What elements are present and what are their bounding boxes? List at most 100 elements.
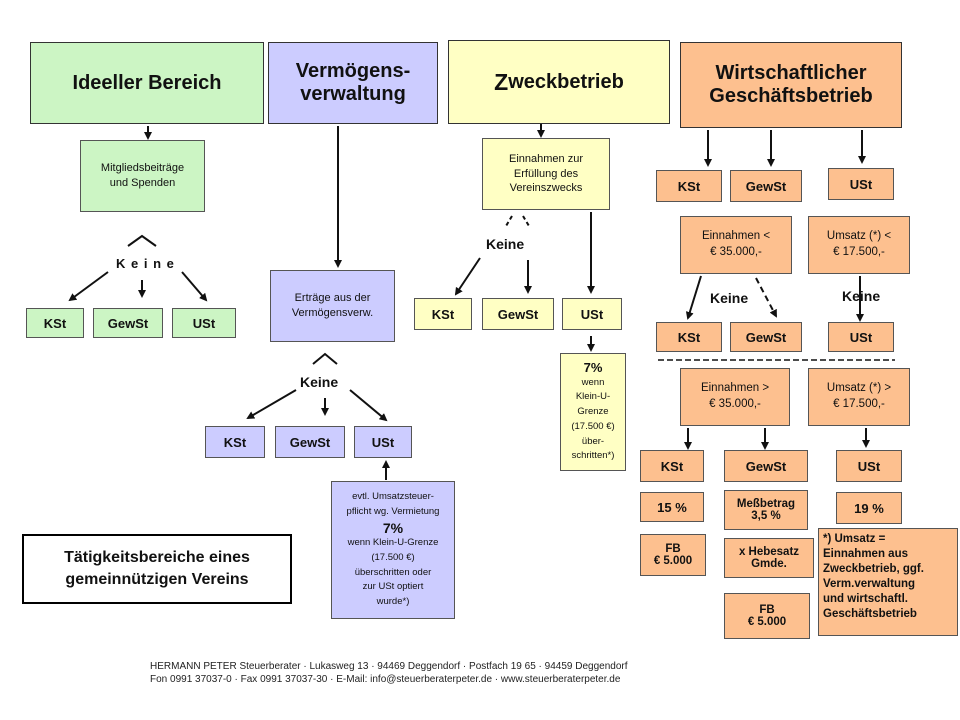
vermoegen-note-line1: evtl. Umsatzsteuer-	[352, 491, 434, 503]
wirtschaft-messbetrag-box: Meßbetrag 3,5 %	[724, 490, 808, 530]
wirtschaft-einnahmen-le-line1: Einnahmen <	[701, 230, 771, 243]
wirtschaft-gewst-mid-box: GewSt	[730, 322, 802, 352]
wirtschaft-umsatz-footnote: *) Umsatz = Einnahmen aus Zweckbetrieb, …	[818, 528, 958, 636]
wirtschaft-kst-rate-label: 15 %	[657, 499, 687, 515]
wirtschaft-keine-label-2: Keine	[842, 288, 881, 304]
vermoegen-gewst-box: GewSt	[275, 426, 345, 458]
wirtschaft-einnahmen-le-box: Einnahmen < € 35.000,-	[680, 216, 792, 274]
ideeller-ust-box: USt	[172, 308, 236, 338]
wirtschaft-umsatz-gt-line1: Umsatz (*) >	[826, 382, 892, 395]
wirtschaft-fb-kst-line1: FB	[665, 543, 681, 555]
wirtschaft-ust-rate-box: 19 %	[836, 492, 902, 524]
caption-line1: Tätigkeitsbereiche eines	[64, 549, 250, 567]
header-zweck-rest: weckbetrieb	[508, 70, 624, 93]
wirtschaft-umsatz-le-line2: € 17.500,-	[833, 246, 885, 258]
wirtschaft-gewst-top-label: GewSt	[745, 178, 787, 194]
wirtschaft-ust-mid-label: USt	[849, 329, 873, 345]
wirtschaft-kst-low-label: KSt	[660, 458, 684, 474]
vermoegen-gewst-label: GewSt	[289, 434, 331, 450]
zweck-ust-label: USt	[580, 306, 604, 322]
wirtschaft-gewst-low-box: GewSt	[724, 450, 808, 482]
zweck-note-line2: Klein-U-	[575, 391, 611, 403]
wirtschaft-kst-mid-box: KSt	[656, 322, 722, 352]
footer-line2: Fon 0991 37037-0 · Fax 0991 37037-30 · E…	[150, 674, 621, 685]
header-vermoegen-line1: Vermögens-	[295, 60, 411, 82]
wirtschaft-umsatz-gt-line2: € 17.500,-	[833, 398, 885, 410]
wirtschaft-fb-gewst-line1: FB	[759, 604, 775, 616]
vermoegen-ust-note: evtl. Umsatzsteuer- pflicht wg. Vermietu…	[331, 481, 455, 619]
wirtschaft-messbetrag-line2: 3,5 %	[751, 510, 781, 522]
zweck-note-line3: Grenze	[577, 406, 609, 418]
ideeller-mitgliedsbeitraege-box: Mitgliedsbeiträge und Spenden	[80, 140, 205, 212]
wirtschaft-einnahmen-gt-line1: Einnahmen >	[700, 382, 770, 395]
wirtschaft-keine-label-1: Keine	[710, 290, 749, 306]
vermoegen-ust-box: USt	[354, 426, 412, 458]
header-wirtschaftlicher-geschaeftsbetrieb: Wirtschaftlicher Geschäftsbetrieb	[680, 42, 902, 128]
header-zweck-initial: Z	[494, 68, 509, 95]
wirtschaft-kst-top-box: KSt	[656, 170, 722, 202]
header-vermoegen-line2: verwaltung	[300, 83, 406, 105]
zweck-kst-box: KSt	[414, 298, 472, 330]
ideeller-gewst-label: GewSt	[107, 315, 149, 331]
footnote-line5: und wirtschaftl.	[823, 592, 908, 605]
wirtschaft-hebesatz-line2: Gmde.	[751, 558, 787, 570]
zweck-gewst-box: GewSt	[482, 298, 554, 330]
vermoegen-note-line7: wurde*)	[376, 596, 410, 608]
zweck-note-line1: wenn	[581, 376, 605, 388]
zweck-note-pct: 7%	[583, 360, 603, 376]
ideeller-box-line1: Mitgliedsbeiträge	[100, 162, 185, 175]
wirtschaft-einnahmen-gt-line2: € 35.000,-	[709, 398, 761, 410]
vermoegen-note-pct: 7%	[382, 519, 404, 536]
zweck-keine-label: Keine	[486, 236, 525, 252]
wirtschaft-ust-low-label: USt	[857, 458, 881, 474]
wirtschaft-umsatz-gt-box: Umsatz (*) > € 17.500,-	[808, 368, 910, 426]
zweck-einnahmen-box: Einnahmen zur Erfüllung des Vereinszweck…	[482, 138, 610, 210]
caption-box: Tätigkeitsbereiche eines gemeinnützigen …	[22, 534, 292, 604]
vermoegen-box-line2: Vermögensverw.	[291, 307, 374, 319]
vermoegen-kst-box: KSt	[205, 426, 265, 458]
footnote-line2: Einnahmen aus	[823, 547, 908, 560]
wirtschaft-messbetrag-line1: Meßbetrag	[736, 498, 796, 510]
wirtschaft-kst-top-label: KSt	[677, 178, 701, 194]
zweck-ust-note: 7% wenn Klein-U- Grenze (17.500 €) über-…	[560, 353, 626, 471]
vermoegen-ertraege-box: Erträge aus der Vermögensverw.	[270, 270, 395, 342]
wirtschaft-ust-low-box: USt	[836, 450, 902, 482]
wirtschaft-kst-mid-label: KSt	[677, 329, 701, 345]
wirtschaft-hebesatz-box: x Hebesatz Gmde.	[724, 538, 814, 578]
wirtschaft-gewst-mid-label: GewSt	[745, 329, 787, 345]
footer: HERMANN PETER Steuerberater · Lukasweg 1…	[150, 660, 628, 686]
wirtschaft-umsatz-le-box: Umsatz (*) < € 17.500,-	[808, 216, 910, 274]
wirtschaft-kst-low-box: KSt	[640, 450, 704, 482]
header-wirtschaft-line2: Geschäftsbetrieb	[709, 85, 873, 107]
vermoegen-kst-label: KSt	[223, 434, 247, 450]
ideeller-kst-box: KSt	[26, 308, 84, 338]
zweck-note-line4: (17.500 €)	[571, 420, 615, 432]
ideeller-ust-label: USt	[192, 315, 216, 331]
wirtschaft-hebesatz-line1: x Hebesatz	[738, 546, 800, 558]
wirtschaft-ust-top-label: USt	[849, 176, 873, 192]
vermoegen-note-line2: pflicht wg. Vermietung	[346, 505, 440, 517]
wirtschaft-ust-mid-box: USt	[828, 322, 894, 352]
header-vermoegensverwaltung: Vermögens- verwaltung	[268, 42, 438, 124]
header-ideeller-label: Ideeller Bereich	[72, 71, 222, 94]
zweck-ust-box: USt	[562, 298, 622, 330]
wirtschaft-umsatz-le-line1: Umsatz (*) <	[826, 230, 892, 243]
vermoegen-note-line5: überschritten oder	[354, 566, 432, 578]
header-ideeller-bereich: Ideeller Bereich	[30, 42, 264, 124]
zweck-box-line2: Erfüllung des	[513, 167, 579, 180]
zweck-note-line5: über-	[581, 435, 605, 447]
vermoegen-box-line1: Erträge aus der	[294, 292, 371, 305]
ideeller-keine-label: K e i n e	[116, 256, 175, 271]
footnote-line3: Zweckbetrieb, ggf.	[823, 562, 924, 575]
vermoegen-note-line4: (17.500 €)	[371, 552, 415, 564]
zweck-box-line1: Einnahmen zur	[509, 152, 583, 165]
wirtschaft-einnahmen-gt-box: Einnahmen > € 35.000,-	[680, 368, 790, 426]
footnote-line4: Verm.verwaltung	[823, 577, 916, 590]
ideeller-box-line2: und Spenden	[109, 177, 176, 189]
wirtschaft-fb-kst-box: FB € 5.000	[640, 534, 706, 576]
zweck-note-line6: schritten*)	[571, 450, 615, 462]
footnote-line6: Geschäftsbetrieb	[823, 607, 917, 620]
zweck-kst-label: KSt	[431, 306, 455, 322]
vermoegen-ust-label: USt	[371, 434, 395, 450]
